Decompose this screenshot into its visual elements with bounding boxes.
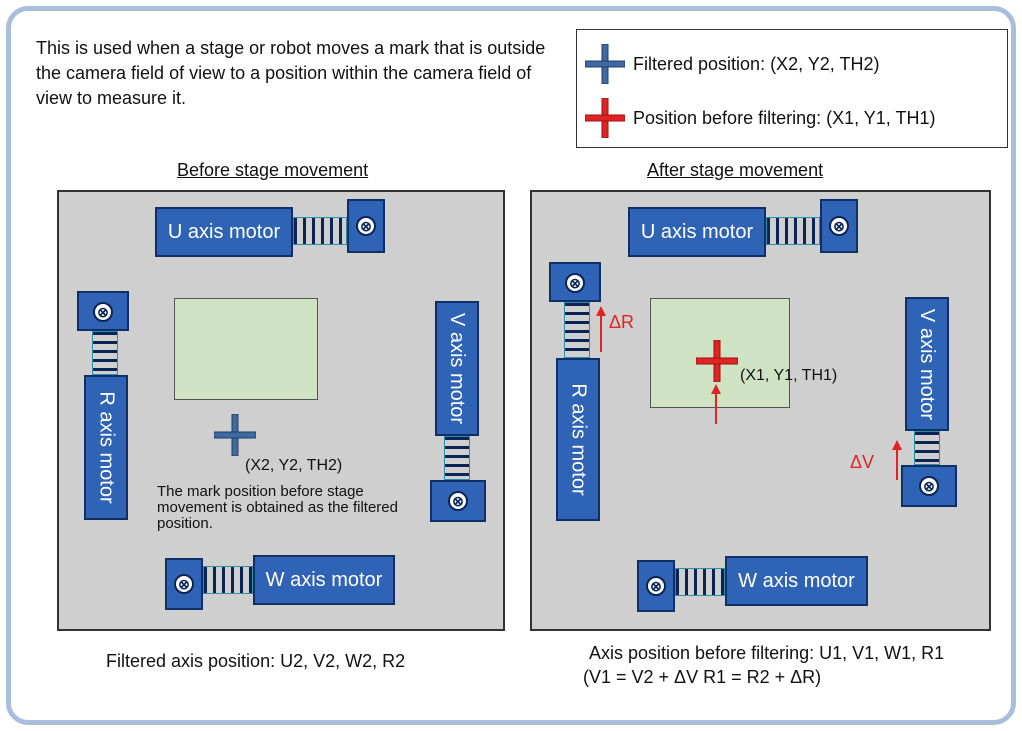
left-u-rail <box>293 217 347 245</box>
right-v-rail <box>914 431 940 465</box>
right-heading: After stage movement <box>647 160 824 180</box>
blue-cross-icon <box>214 414 256 456</box>
right-r-motor: R axis motor <box>556 358 600 521</box>
legend-box: Filtered position: (X2, Y2, TH2) Positio… <box>576 29 1008 148</box>
right-w-rail <box>675 568 725 596</box>
screw-icon: ⊗ <box>93 302 113 322</box>
left-u-motor: U axis motor <box>155 207 293 257</box>
right-caption-formula: (V1 = V2 + ΔV R1 = R2 + ΔR) <box>583 667 822 687</box>
screw-icon: ⊗ <box>565 273 585 293</box>
red-cross-icon <box>585 98 625 138</box>
right-v-cap <box>901 465 957 507</box>
right-w-motor: W axis motor <box>725 556 868 606</box>
left-mark-label: (X2, Y2, TH2) <box>245 457 343 474</box>
intro-text: This is used when a stage or robot moves… <box>36 38 546 108</box>
left-caption: Filtered axis position: U2, V2, W2, R2 <box>106 651 406 671</box>
screw-icon: ⊗ <box>174 574 194 594</box>
right-caption: Axis position before filtering: U1, V1, … <box>589 643 945 663</box>
left-note: The mark position before stage movement … <box>157 483 398 532</box>
delta-r-label: ΔR <box>609 312 635 332</box>
blue-cross-icon <box>585 44 625 84</box>
mark-move-arrow-icon <box>711 384 721 424</box>
screw-icon: ⊗ <box>646 576 666 596</box>
left-v-motor: V axis motor <box>435 301 479 436</box>
screw-icon: ⊗ <box>829 216 849 236</box>
legend-before-label: Position before filtering: (X1, Y1, TH1) <box>633 108 936 128</box>
screw-icon: ⊗ <box>919 476 939 496</box>
legend-filtered-label: Filtered position: (X2, Y2, TH2) <box>633 54 880 74</box>
delta-v-arrow-icon <box>892 440 902 480</box>
screw-icon: ⊗ <box>448 491 468 511</box>
left-r-motor: R axis motor <box>84 375 128 520</box>
right-u-rail <box>766 217 820 245</box>
right-v-motor: V axis motor <box>905 297 949 431</box>
right-r-rail <box>564 302 590 358</box>
right-u-motor: U axis motor <box>628 207 766 257</box>
right-mark-label: (X1, Y1, TH1) <box>740 367 838 384</box>
delta-r-arrow-icon <box>596 306 606 352</box>
red-cross-icon <box>696 340 738 382</box>
delta-v-label: ΔV <box>850 452 875 472</box>
left-r-rail <box>92 331 118 375</box>
left-w-rail <box>203 566 253 594</box>
left-v-rail <box>444 436 470 480</box>
left-heading: Before stage movement <box>177 160 369 180</box>
screw-icon: ⊗ <box>356 216 376 236</box>
left-camera-fov <box>174 298 318 400</box>
left-w-motor: W axis motor <box>253 555 395 605</box>
